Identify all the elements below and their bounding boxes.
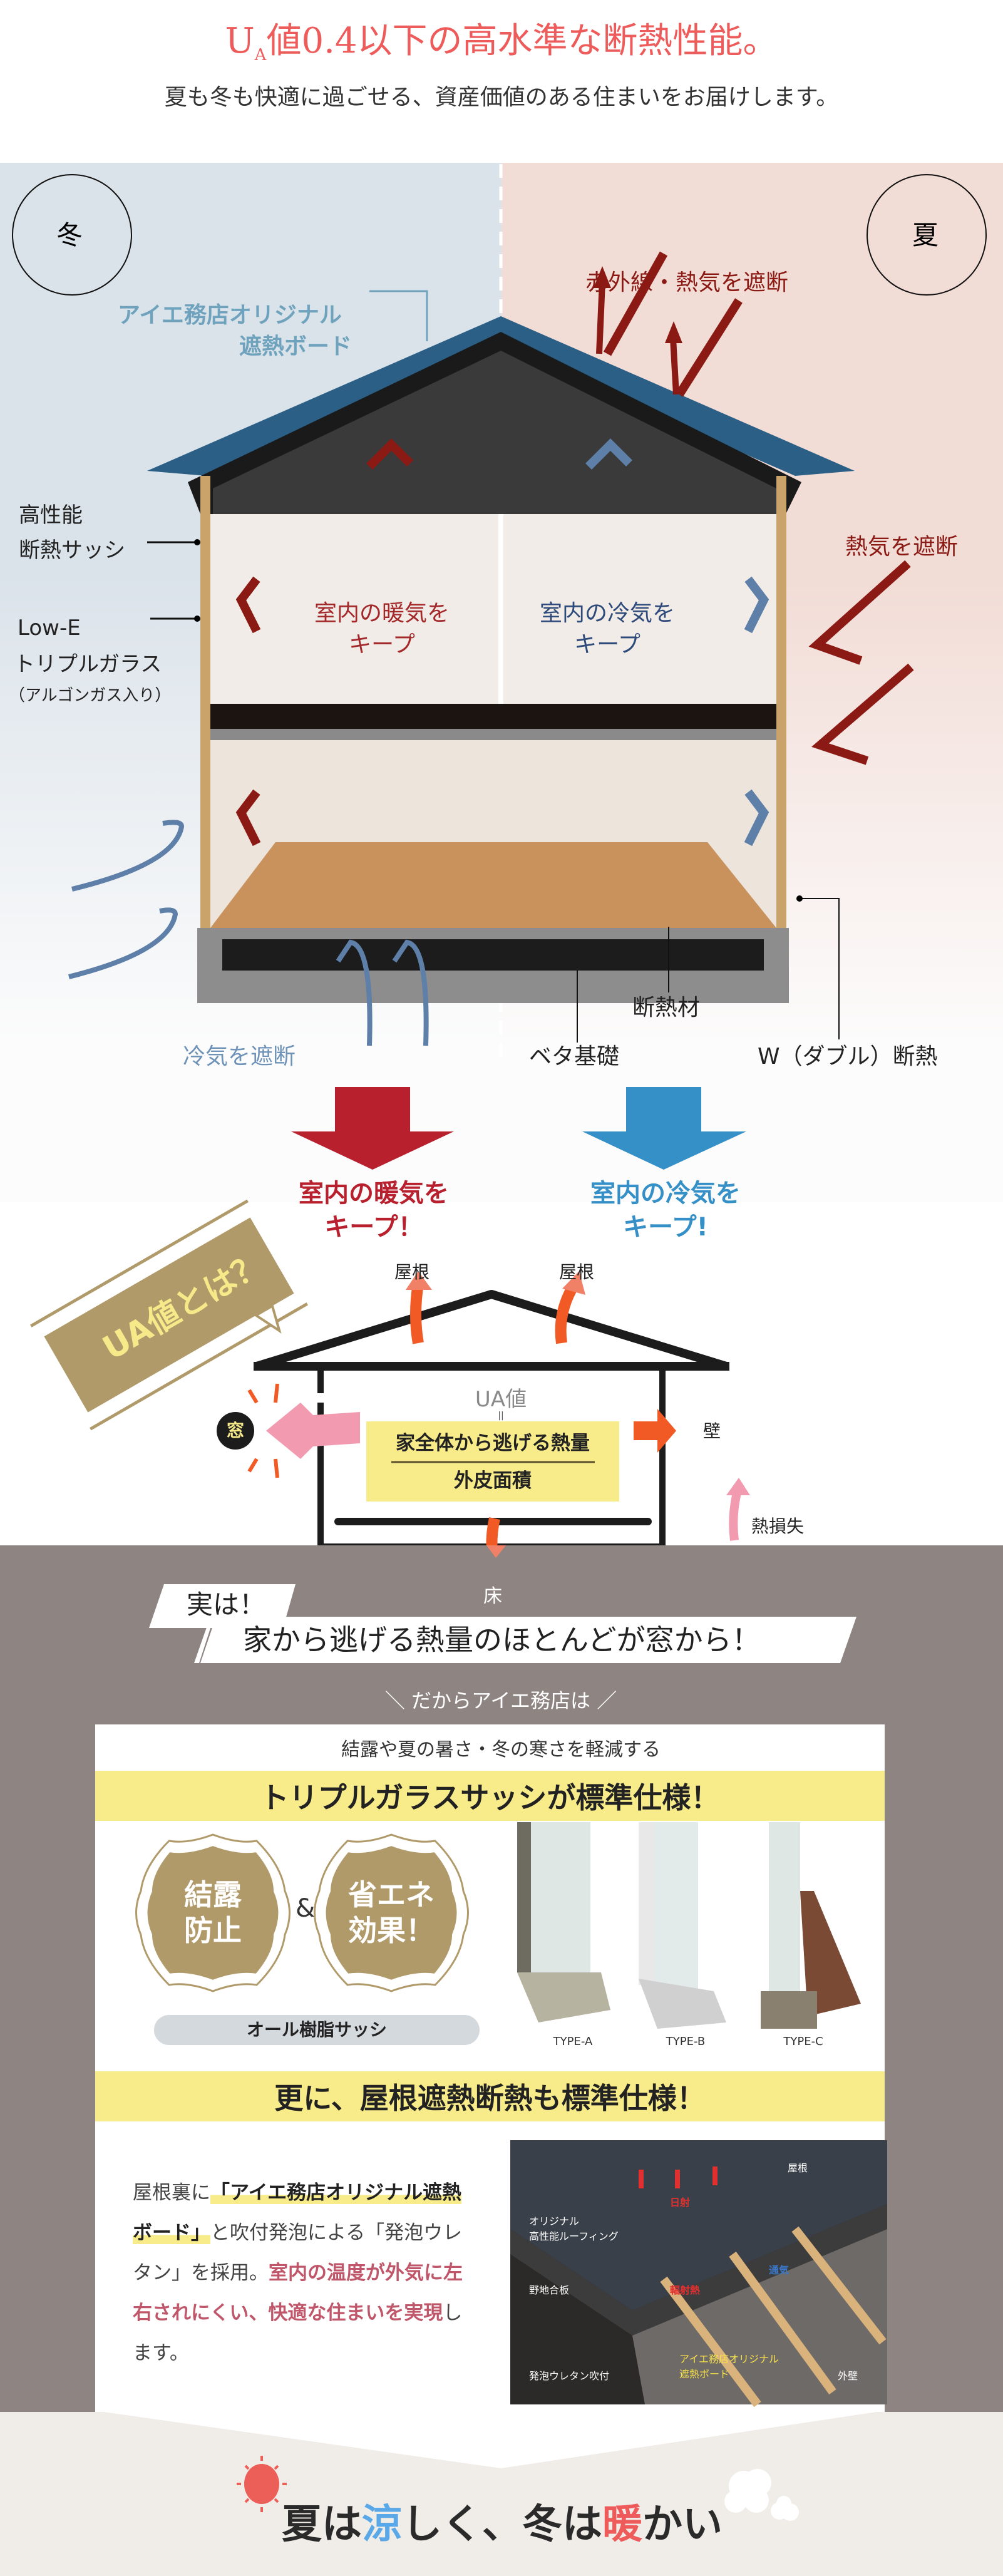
wall-heat-arrow (634, 1409, 676, 1453)
page-title: UA値0.4以下の高水準な断熱性能。 (225, 21, 778, 65)
cool-keep-label-2: キープ (574, 632, 640, 657)
photo-label-urethane: 発泡ウレタン吹付 (529, 2370, 610, 2382)
fact-banner (149, 1545, 856, 1663)
photo-label-roofing-1: オリジナル (529, 2215, 580, 2227)
ua-denominator: 外皮面積 (454, 1470, 532, 1492)
board-label-1: アイエ務店オリジナル (118, 302, 342, 328)
photo-label-radiant: 輻射熱 (670, 2284, 701, 2296)
winter-label: 冬 (56, 220, 83, 250)
photo-label-roof: 屋根 (788, 2162, 808, 2174)
page-subtitle: 夏も冬も快適に過ごせる、資産価値のある住まいをお届けします。 (164, 85, 839, 110)
badge-condensation: 結露防止 (184, 1877, 242, 1948)
photo-label-plywood: 野地合板 (529, 2284, 570, 2296)
ampersand: & (296, 1894, 316, 1923)
cold-block-label: 冷気を遮断 (183, 1044, 296, 1069)
warm-keep-1: 室内の暖気を (299, 1179, 449, 1208)
sun-icon (237, 2456, 287, 2512)
roof-label-2: 屋根 (559, 1262, 595, 1282)
badge-energy-saving: 省エネ効果！ (348, 1877, 435, 1948)
warm-keep-label-2: キープ (349, 632, 415, 657)
glass-label-1: Low-E (18, 616, 81, 641)
cloud-icon (724, 2469, 799, 2521)
winter-circle (12, 174, 132, 296)
roof-heading: 更に、屋根遮熱断熱も標準仕様！ (95, 2071, 885, 2121)
photo-label-vent: 通気 (769, 2264, 790, 2276)
foundation-label: ベタ基礎 (529, 1044, 620, 1069)
type-c-label: TYPE-C (783, 2035, 823, 2048)
summer-circle (867, 174, 987, 296)
summer-label: 夏 (912, 220, 939, 250)
sash-label-2: 断熱サッシ (19, 538, 125, 563)
type-b-label: TYPE-B (666, 2035, 706, 2048)
footer-heading: 夏は涼しく、冬は暖かい (282, 2501, 723, 2548)
cool-keep-2: キープ! (623, 1213, 708, 1242)
window-badge-text: 窓 (226, 1420, 245, 1441)
house-cross-section (12, 164, 987, 1064)
double-insulation-label: W（ダブル）断熱 (758, 1044, 938, 1069)
type-a-label: TYPE-A (553, 2035, 593, 2048)
keep-arrows (291, 1087, 746, 1170)
ua-house-diagram (30, 1199, 750, 1583)
glass-label-2: トリプルガラス (14, 652, 162, 677)
badges (135, 1822, 861, 2029)
cool-keep-label-1: 室内の冷気を (539, 600, 676, 626)
warm-keep-label-1: 室内の暖気を (314, 600, 450, 626)
roof-label-1: 屋根 (394, 1262, 430, 1282)
floor-label: 床 (483, 1585, 502, 1607)
photo-label-roofing-2: 高性能ルーフィング (529, 2230, 619, 2242)
photo-label-board-2: 遮熱ボード (679, 2368, 730, 2380)
window-heat-arrow (266, 1403, 360, 1459)
warm-keep-2: キープ！ (324, 1213, 423, 1242)
lead-label: だからアイエ務店は (411, 1689, 591, 1713)
roof-tiles (147, 316, 855, 476)
infrared-label: 赤外線・熱気を遮断 (585, 270, 789, 296)
all-resin-sash-pill: オール樹脂サッシ (154, 2015, 480, 2045)
cool-keep-1: 室内の冷気を (590, 1179, 741, 1208)
heat-block-label: 熱気を遮断 (845, 534, 959, 560)
ua-numerator: 家全体から逃げる熱量 (396, 1432, 590, 1455)
cool-down-arrow (582, 1087, 746, 1170)
fact-line-1: 実は！ (187, 1589, 266, 1620)
board-label-2: 遮熱ボード (239, 334, 352, 359)
triple-heading: トリプルガラスサッシが標準仕様！ (95, 1771, 885, 1821)
fact-line-2: 家から逃げる熱量のほとんどが窓から！ (243, 1623, 761, 1657)
upper-room (210, 514, 776, 704)
photo-label-board-1: アイエ務店オリジナル (679, 2353, 779, 2365)
heat-loss-label: 熱損失 (751, 1516, 805, 1537)
ua-banner (30, 1199, 308, 1431)
roof-description: 屋根裏に「アイエ務店オリジナル遮熱ボード」と吹付発泡による「発泡ウレタン」を採用… (133, 2182, 463, 2364)
photo-label-sun: 日射 (670, 2197, 691, 2208)
ua-label: UA値 (475, 1387, 527, 1412)
photo-label-wall: 外壁 (838, 2370, 858, 2382)
triple-intro: 結露や夏の暑さ・冬の寒さを軽減する (341, 1739, 661, 1761)
glass-label-3: （アルゴンガス入り） (9, 686, 172, 705)
roof-structure-photo (510, 2140, 887, 2408)
lead-text: ＼ だからアイエ務店は ／ (384, 1689, 617, 1713)
warm-down-arrow (291, 1087, 454, 1170)
sash-type-a (517, 1822, 610, 2022)
sash-type-b (639, 1822, 726, 2029)
equals-sign: || (498, 1411, 504, 1421)
sash-type-c (761, 1822, 861, 2029)
insulation-label: 断熱材 (632, 995, 701, 1021)
sash-label-1: 高性能 (19, 503, 83, 528)
wall-label: 壁 (703, 1421, 721, 1441)
window-badge (217, 1412, 254, 1450)
